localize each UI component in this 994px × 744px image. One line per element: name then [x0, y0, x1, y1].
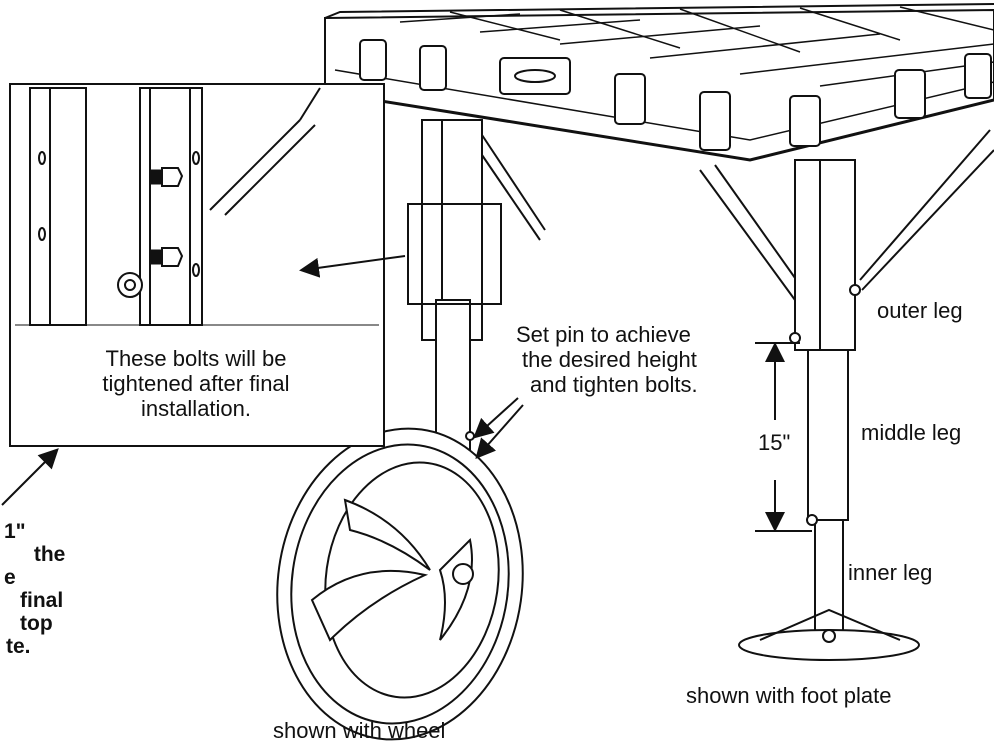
wheel	[276, 427, 524, 741]
outer-leg-label: outer leg	[877, 298, 963, 323]
dock-deck	[324, 3, 994, 162]
pointer-lines	[1, 255, 524, 506]
left-note: 1" the e final top te.	[0, 520, 65, 658]
middle-leg-label: middle leg	[861, 420, 962, 445]
callout-inset	[9, 83, 385, 447]
set-pin-line1: Set pin to achieve	[516, 322, 691, 347]
dimension-label: 15"	[758, 430, 791, 455]
detail-marker-box	[407, 203, 502, 305]
set-pin-line3: and tighten bolts.	[530, 372, 698, 397]
callout-note: These bolts will be tightened after fina…	[14, 346, 378, 421]
callout-note-line1: These bolts will be	[105, 346, 287, 371]
left-note-line6: te.	[6, 635, 31, 658]
left-note-line4: final	[20, 589, 64, 612]
left-note-line3: e	[4, 566, 16, 589]
inner-leg-label: inner leg	[848, 560, 933, 585]
left-note-line2: the	[28, 543, 66, 566]
set-pin-line2: the desired height	[522, 347, 697, 372]
left-note-line5: top	[20, 612, 53, 635]
callout-note-line2: tightened after final	[102, 371, 290, 396]
right-leg	[699, 129, 994, 661]
caption-foot-plate: shown with foot plate	[686, 683, 892, 708]
callout-note-line3: installation.	[140, 396, 252, 421]
dimension-15in	[755, 342, 812, 532]
caption-wheel: shown with wheel	[273, 718, 446, 743]
left-note-line1: 1"	[4, 520, 26, 543]
